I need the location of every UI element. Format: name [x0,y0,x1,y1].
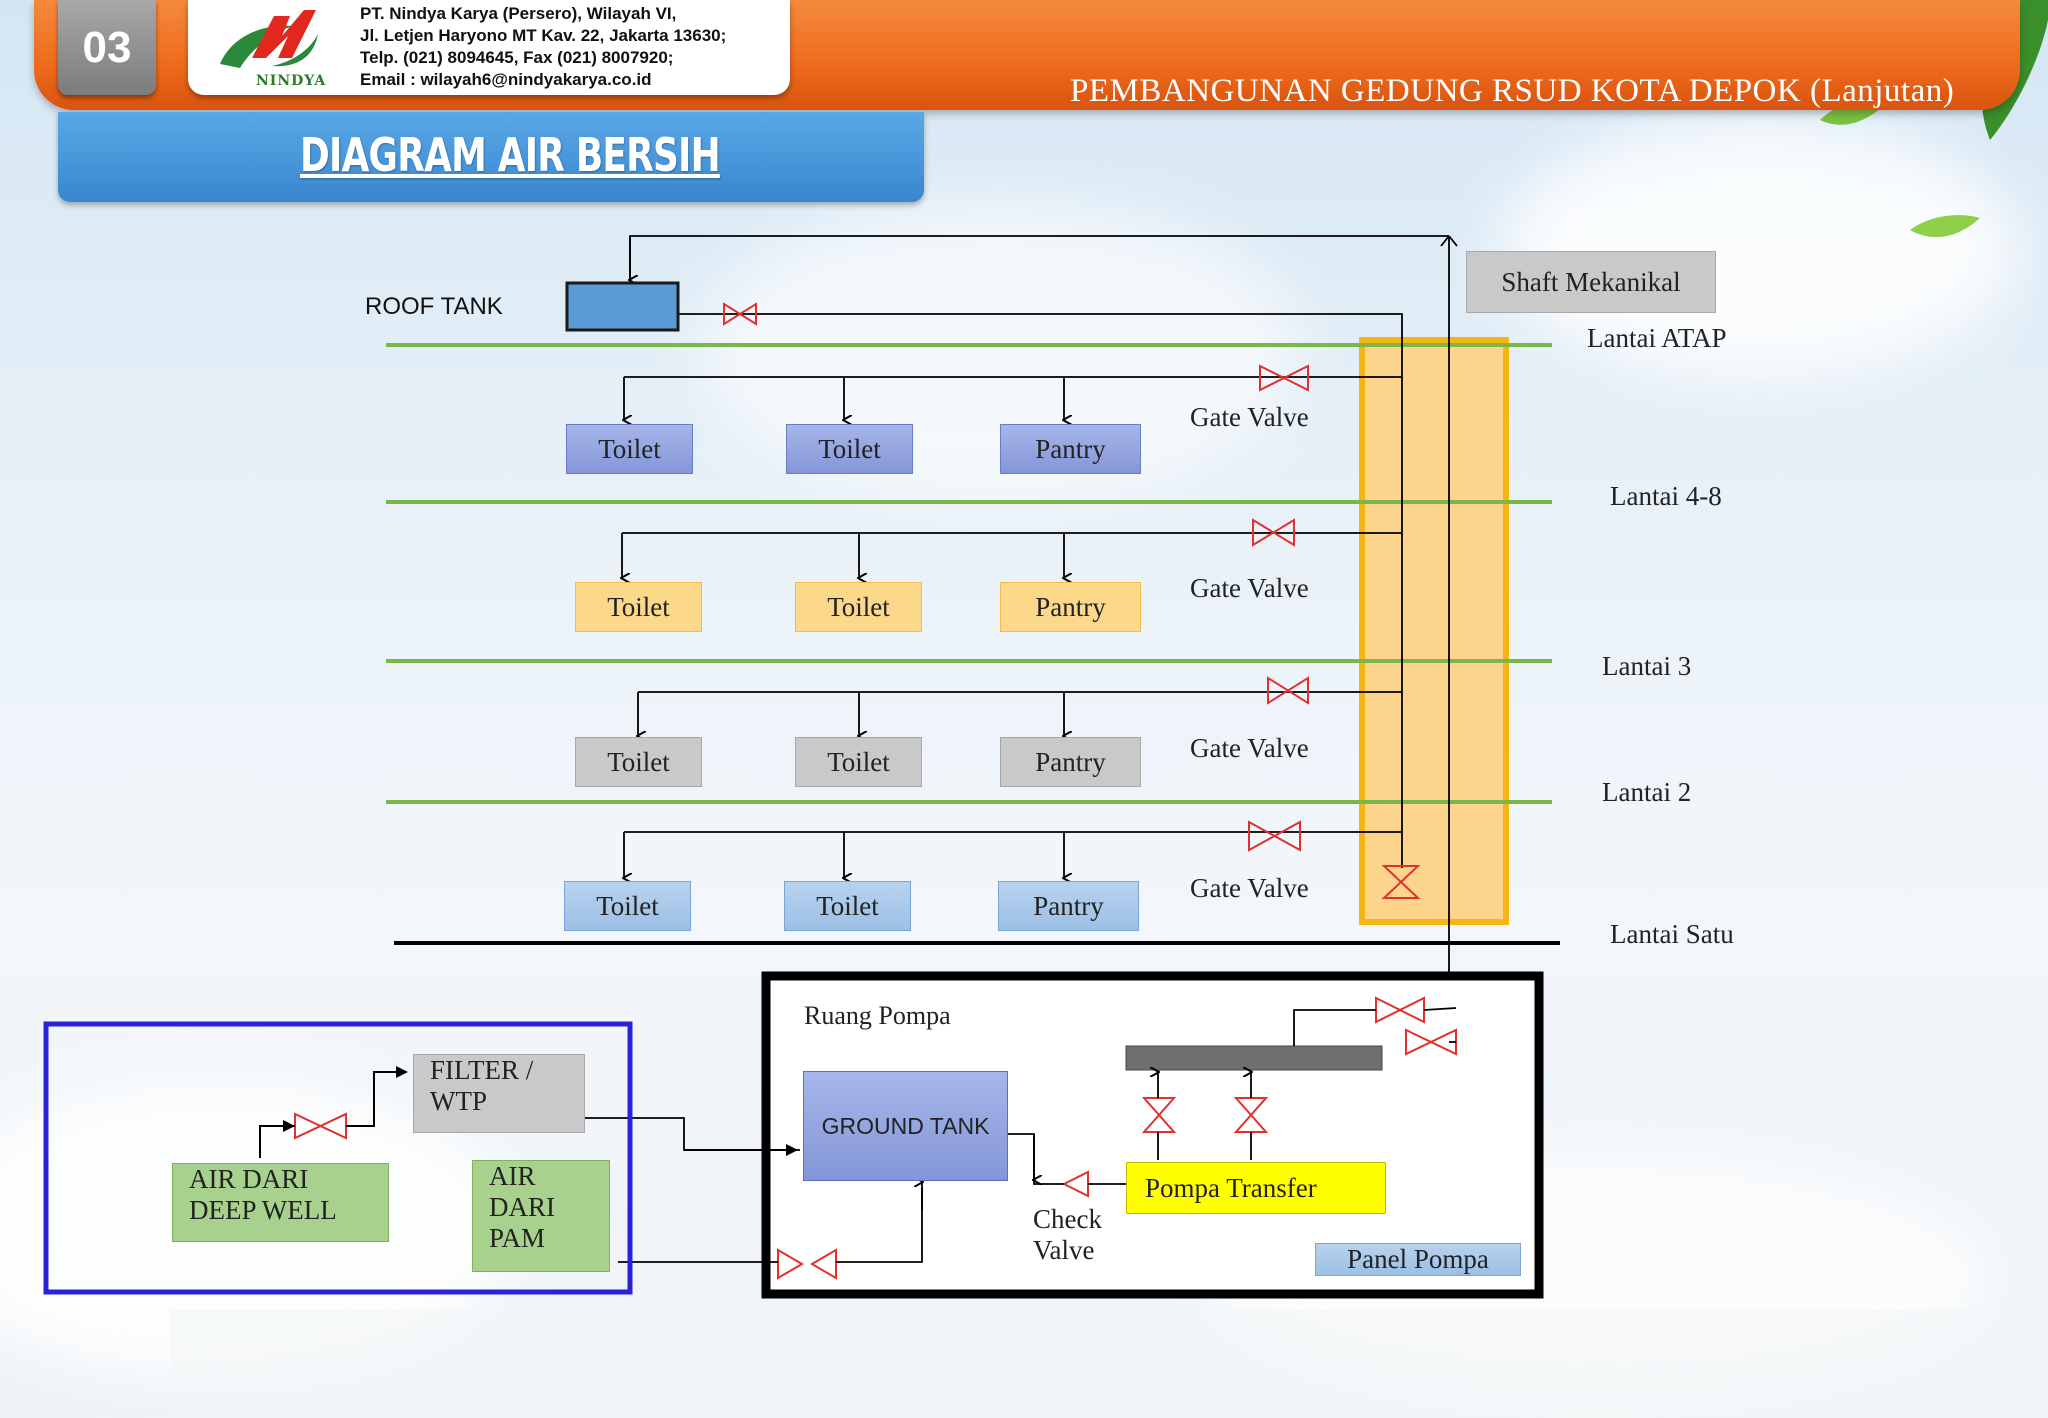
ground-tank: GROUND TANK [803,1071,1008,1181]
pantry-box: Pantry [1000,737,1141,787]
header-pipe [1125,1045,1383,1071]
floor-label-2: Lantai 2 [1602,777,1692,807]
deep-well-box: AIR DARI DEEP WELL [172,1163,389,1242]
toilet-box: Toilet [575,582,702,632]
filter-line: FILTER / [430,1055,534,1085]
pantry-box: Pantry [1000,424,1141,474]
project-title: PEMBANGUNAN GEDUNG RSUD KOTA DEPOK (Lanj… [1070,73,1955,109]
floor-label-4-8: Lantai 4-8 [1610,481,1722,511]
pump-panel: Panel Pompa [1315,1243,1521,1276]
toilet-box: Toilet [564,881,691,931]
pam-line: PAM [489,1223,546,1253]
pump-transfer: Pompa Transfer [1126,1162,1386,1214]
gate-valve-label: Gate Valve [1190,873,1309,903]
toilet-box: Toilet [786,424,913,474]
floor-label-satu: Lantai Satu [1610,919,1734,949]
source-area [43,1021,633,1295]
slide-number: 03 [58,0,156,95]
deep-well-line: DEEP WELL [189,1195,337,1225]
roof-tank-label: ROOF TANK [365,293,503,320]
toilet-box: Toilet [784,881,911,931]
filter-wtp-box: FILTER / WTP [413,1054,585,1133]
toilet-box: Toilet [575,737,702,787]
company-line: Email : wilayah6@nindyakarya.co.id [360,70,652,89]
shaft-label: Shaft Mekanikal [1466,251,1716,313]
pump-room-title: Ruang Pompa [804,1001,951,1030]
toilet-box: Toilet [795,582,922,632]
gate-valve-label: Gate Valve [1190,733,1309,763]
floor-label-3: Lantai 3 [1602,651,1692,681]
background-cloud [1500,120,2020,380]
shaft-area [1359,337,1509,925]
company-line: Telp. (021) 8094645, Fax (021) 8007920; [360,48,674,67]
toilet-box: Toilet [566,424,693,474]
toilet-box: Toilet [795,737,922,787]
pam-box: AIR DARI PAM [472,1160,610,1272]
filter-line: WTP [430,1086,487,1116]
deep-well-line: AIR DARI [189,1164,309,1194]
floor-label-atap: Lantai ATAP [1587,323,1727,353]
check-valve-line: Valve [1033,1235,1095,1265]
pam-line: DARI [489,1192,555,1222]
title-bar [58,112,924,202]
gate-valve-label: Gate Valve [1190,402,1309,432]
company-line: PT. Nindya Karya (Persero), Wilayah VI, [360,4,677,23]
pantry-box: Pantry [998,881,1139,931]
page-title: DIAGRAM AIR BERSIH [300,128,721,182]
company-line: Jl. Letjen Haryono MT Kav. 22, Jakarta 1… [360,26,727,45]
company-address: PT. Nindya Karya (Persero), Wilayah VI, … [360,3,726,91]
footer-panel [170,1310,2048,1418]
logo-text: NINDYA [256,73,327,89]
check-valve-line: Check [1033,1204,1102,1234]
gate-valve-label: Gate Valve [1190,573,1309,603]
pantry-box: Pantry [1000,582,1141,632]
roof-tank [565,281,680,332]
nindya-logo-icon [220,10,318,68]
pam-line: AIR [489,1161,536,1191]
check-valve-label: Check Valve [1033,1204,1102,1266]
